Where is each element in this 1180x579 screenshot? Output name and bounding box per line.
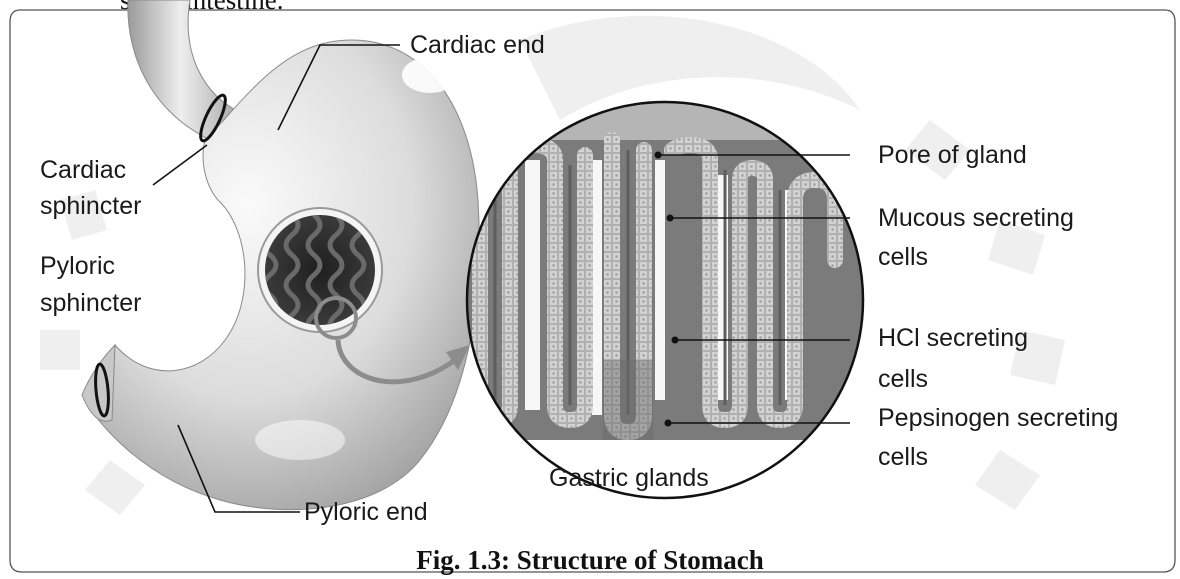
figure-caption: Fig. 1.3: Structure of Stomach: [0, 544, 1180, 576]
label-cardiac-sphincter-line2: sphincter: [40, 190, 141, 222]
highlight: [402, 57, 458, 93]
label-pepsinogen-line2: cells: [878, 441, 928, 473]
highlight: [255, 420, 345, 460]
label-pyloric-end: Pyloric end: [304, 496, 428, 528]
label-pyloric-sphincter-line1: Pyloric: [40, 250, 115, 282]
label-cardiac-sphincter-line1: Cardiac: [40, 154, 126, 186]
label-mucous-line1: Mucous secreting: [878, 202, 1074, 234]
label-pyloric-sphincter-line2: sphincter: [40, 287, 141, 319]
label-pore-of-gland: Pore of gland: [878, 139, 1027, 171]
gastric-gland-tissue: [460, 100, 880, 440]
label-hcl-line1: HCl secreting: [878, 322, 1028, 354]
label-mucous-line2: cells: [878, 241, 928, 273]
label-cardiac-end: Cardiac end: [410, 29, 545, 61]
label-pepsinogen-line1: Pepsinogen secreting: [878, 402, 1118, 434]
label-gastric-glands: Gastric glands: [549, 462, 709, 494]
label-hcl-line2: cells: [878, 363, 928, 395]
